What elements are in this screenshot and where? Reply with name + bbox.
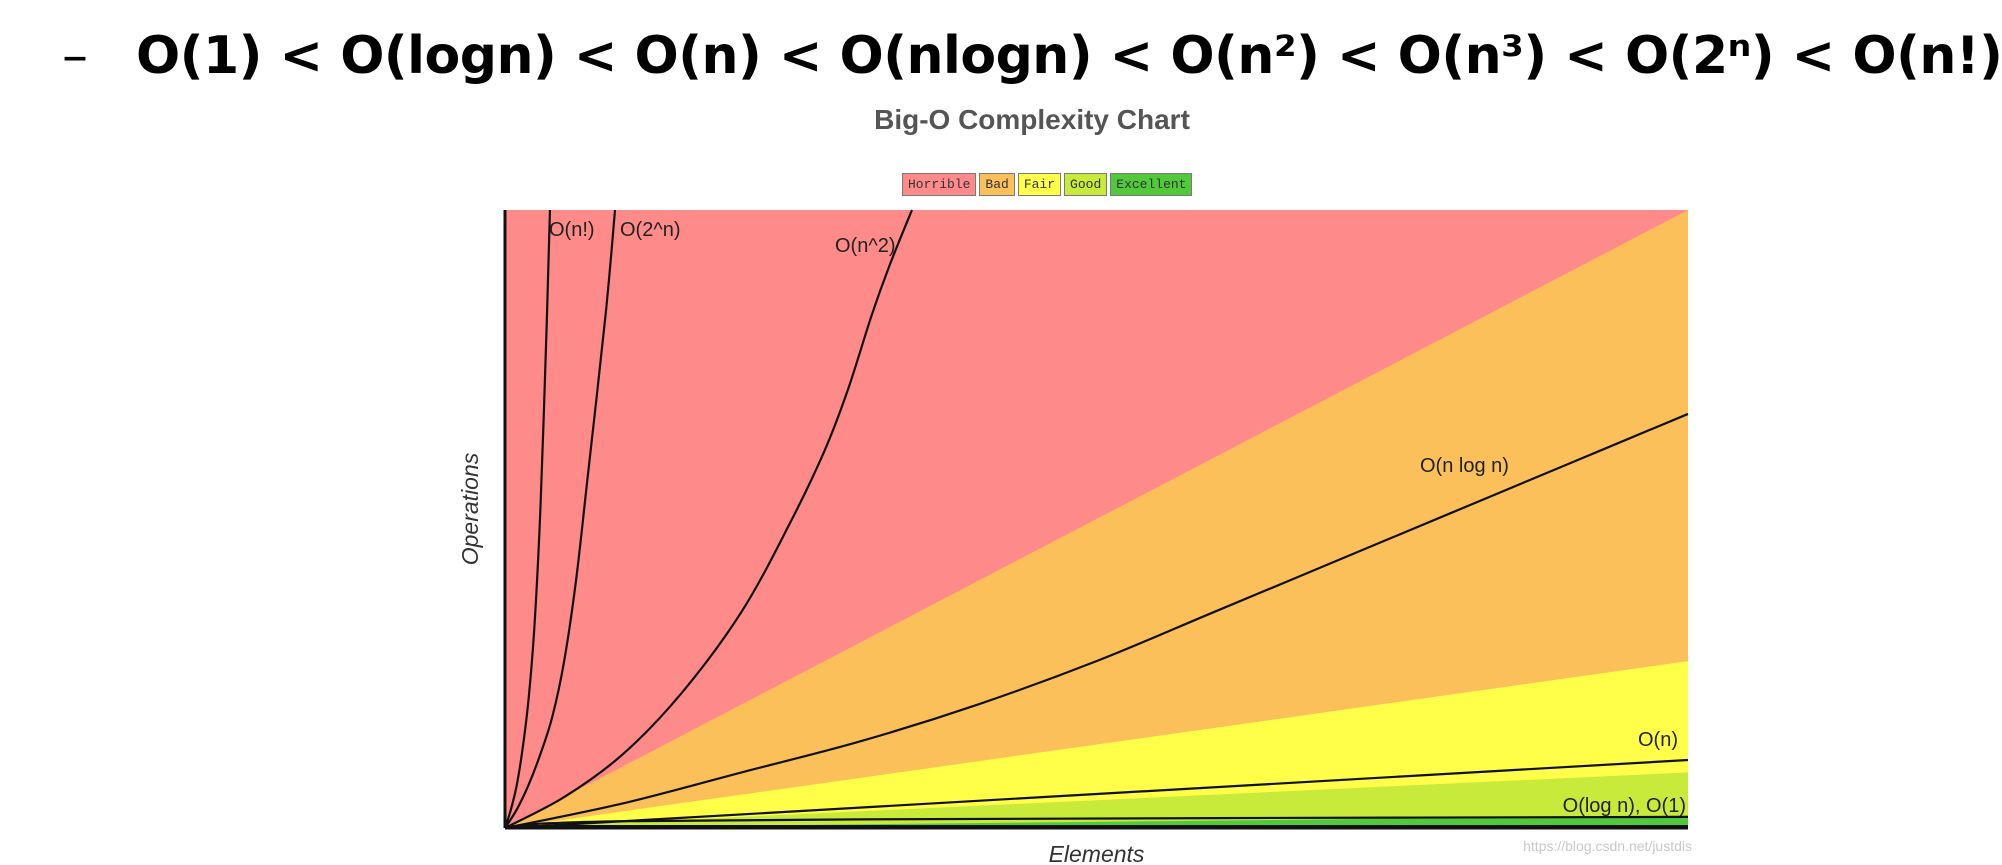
headline-dash: – [62, 26, 88, 86]
legend-item-bad: Bad [979, 173, 1015, 196]
label-o-n-log-n: O(n log n) [1420, 455, 1509, 477]
legend-item-excellent: Excellent [1110, 173, 1193, 196]
watermark: https://blog.csdn.net/justdis [1523, 838, 1692, 854]
region-good [505, 772, 1688, 828]
curve-o-n [503, 209, 552, 829]
x-axis-label: Elements [1049, 841, 1145, 865]
label-o-2-n: O(2^n) [620, 219, 681, 241]
y-axis-label: Operations [457, 452, 483, 565]
legend-item-horrible: Horrible [902, 173, 977, 196]
label-o-n: O(n) [1638, 729, 1678, 751]
legend-item-fair: Fair [1017, 173, 1062, 196]
curve-o-log-n [504, 815, 1689, 830]
region-excellent [505, 815, 1688, 828]
label-o-log-n: O(log n), O(1) [1563, 795, 1686, 817]
legend-item-good: Good [1064, 173, 1108, 196]
chart-title: Big-O Complexity Chart [874, 104, 1190, 135]
region-bad [505, 210, 1688, 828]
complexity-chart: O(n!) O(2^n) O(n^2) O(n log n) O(n) O(log n),… [457, 209, 1689, 865]
headline: –O(1) < O(logn) < O(n) < O(nlogn) < O(n²… [62, 26, 2002, 86]
complexity-order-text: O(1) < O(logn) < O(n) < O(nlogn) < O(n²)… [136, 26, 2002, 86]
curve-o-2-n [504, 209, 617, 829]
label-o-n-2: O(n^2) [835, 235, 896, 257]
curve-o-n-log-n [504, 412, 1689, 830]
curve-o-n-2 [504, 209, 913, 829]
label-o-n: O(n!) [549, 219, 595, 241]
